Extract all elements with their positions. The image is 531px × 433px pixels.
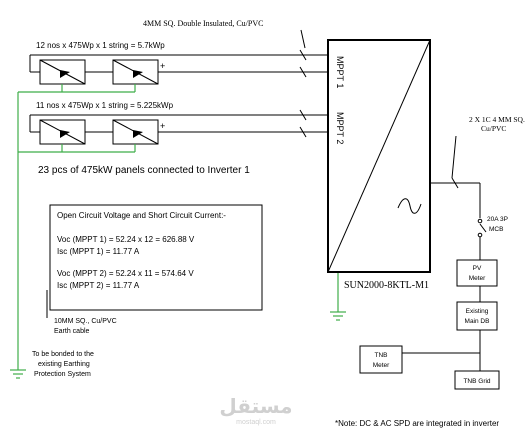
panel-arrow-icon [133,130,143,138]
mcb-label-1: 20A 3P [487,216,508,223]
tnb-meter-label-1: TNB [375,352,388,359]
string1-label: 12 nos x 475Wp x 1 string = 5.7kWp [36,41,165,50]
panel-arrow-icon [133,70,143,78]
string-2-wiring [29,109,328,138]
pv-meter-box [456,259,498,287]
pv-meter-label-1: PV [473,265,482,272]
ac-wiring [402,135,487,371]
inverter-earth [330,272,346,321]
voc-mppt1: Voc (MPPT 1) = 52.24 x 12 = 626.88 V [57,235,195,244]
oc-title: Open Circuit Voltage and Short Circuit C… [57,211,226,220]
earthing-conductor [10,92,26,379]
main-db-label-2: Main DB [465,318,490,325]
mcb-label-2: MCB [489,226,503,233]
main-db-label-1: Existing [466,308,489,315]
calculation-box [49,204,263,311]
inverter [327,39,431,273]
spd-note: *Note: DC & AC SPD are integrated in inv… [335,419,499,428]
mcb-contact-icon [477,232,483,238]
bond-label-2: existing Earthing [38,361,90,368]
string-1-wiring [29,49,328,78]
earth-cable-label-1: 10MM SQ., Cu/PVC [54,318,117,325]
earth-cable-label-2: Earth cable [54,328,90,335]
dc-cable-label: 4MM SQ. Double Insulated, Cu/PVC [143,19,263,28]
tnb-meter-label-2: Meter [373,362,390,369]
ac-sine-icon [397,198,422,214]
string2-label: 11 nos x 475Wp x 1 string = 5.225kWp [36,101,174,110]
plus-label-2: + [160,121,165,131]
tnb-meter-box [359,345,403,374]
ac-cable-label-2: Cu/PVC [481,124,506,133]
watermark-url: mostaql.com [236,419,276,426]
bond-label-3: Protection System [34,371,91,378]
mcb-contact-icon [477,218,483,224]
tnb-grid-label: TNB Grid [463,378,490,385]
plus-label-1: + [160,61,165,71]
string-2-panels [18,119,159,153]
dc-cable-leader [300,29,306,49]
watermark-logo: مستقل [219,394,292,418]
pv-meter-label-2: Meter [469,275,486,282]
panels-caption: 23 pcs of 475kW panels connected to Inve… [38,165,250,176]
tnb-grid-box [454,370,500,390]
main-db-box [456,301,498,331]
string-1-panels [18,59,159,93]
inverter-model-label: SUN2000-8KTL-M1 [344,280,429,291]
mppt1-label: MPPT 1 [335,56,345,88]
bond-label-1: To be bonded to the [32,351,94,358]
ac-cable-label-1: 2 X 1C 4 MM SQ. [469,115,525,124]
voc-mppt2: Voc (MPPT 2) = 52.24 x 11 = 574.64 V [57,269,194,278]
panel-arrow-icon [60,70,70,78]
panel-arrow-icon [60,130,70,138]
isc-mppt1: Isc (MPPT 1) = 11.77 A [57,247,140,256]
isc-mppt2: Isc (MPPT 2) = 11.77 A [57,281,140,290]
mppt2-label: MPPT 2 [335,112,345,144]
